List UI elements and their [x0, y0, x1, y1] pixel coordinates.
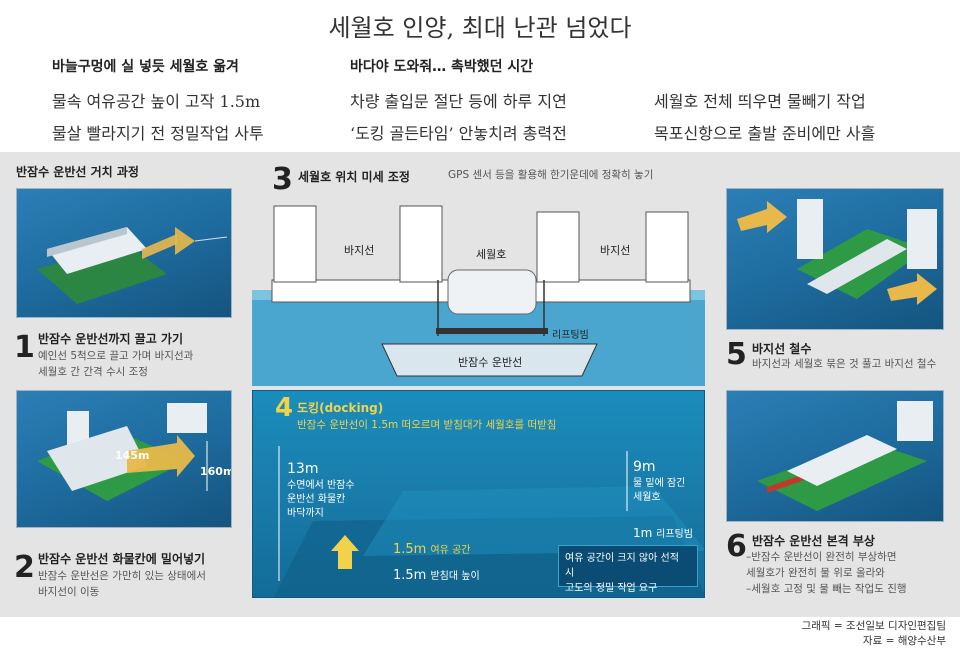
column-line: 목포신항으로 출발 준비에만 사흘 — [654, 124, 876, 143]
step6-desc: –반잠수 운반선이 완전히 부상하면 세월호가 완전히 물 위로 올라와 –세월… — [746, 549, 907, 597]
gap-label: 여유 공간 — [430, 545, 471, 556]
step2-desc-line: 반잠수 운반선은 가만히 있는 상태에서 — [38, 570, 206, 582]
step2-number: 2 — [14, 550, 35, 585]
step3-cross-section: 바지선 바지선 세월호 리프팅빔 반잠수 운반선 — [252, 188, 705, 386]
step4-heading: 도킹(docking) — [297, 401, 384, 415]
headline-column-1: 바늘구멍에 실 넣듯 세월호 옮겨 물속 여유공간 높이 고작 1.5m 물살 … — [52, 56, 264, 152]
depth-label: 수면에서 반잠수 운반선 화물칸 바닥까지 — [287, 479, 355, 521]
column-line: 차량 출입문 절단 등에 하루 지연 — [350, 92, 567, 111]
column-head: 바늘구멍에 실 넣듯 세월호 옮겨 — [52, 59, 239, 75]
precision-note: 여유 공간이 크지 않아 선적 시 고도의 정밀 작업 요구 — [558, 545, 698, 594]
step6-illustration — [726, 390, 944, 522]
support-value: 1.5m — [393, 568, 427, 583]
step1-heading: 반잠수 운반선까지 끌고 가기 — [38, 332, 184, 346]
beam-value: 1m — [633, 526, 653, 540]
step5-desc-line: 바지선과 세월호 묶은 것 풀고 바지선 철수 — [752, 358, 937, 370]
step3-desc: GPS 센서 등을 활용해 한기운데에 정확히 놓기 — [448, 169, 654, 181]
step4-number: 4 — [275, 393, 294, 423]
column-line: ‘도킹 골든타임’ 안놓치려 총력전 — [350, 124, 567, 143]
step1-illustration — [16, 188, 232, 318]
step6-illustration-svg — [757, 401, 933, 511]
step6-number: 6 — [726, 529, 747, 564]
label-160m: 160m — [200, 465, 232, 478]
page-title: 세월호 인양, 최대 난관 넘었다 — [328, 14, 632, 42]
depth-label-line: 바닥까지 — [287, 508, 324, 519]
step3-heading: 세월호 위치 미세 조정 — [298, 170, 410, 184]
step1-illustration-svg — [37, 227, 228, 304]
barge-right-label: 바지선 — [600, 244, 631, 257]
support-label: 받침대 높이 — [430, 571, 480, 582]
step6-heading: 반잠수 운반선 본격 부상 — [752, 534, 875, 548]
step6-desc-line: –반잠수 운반선이 완전히 부상하면 — [746, 551, 897, 563]
credit-line: 그래픽 = 조선일보 디자인편집팀 — [801, 620, 946, 632]
column-line: 세월호 전체 띄우면 물빼기 작업 — [654, 92, 866, 111]
headline-column-2: 바다야 도와줘… 촉박했던 시간 차량 출입문 절단 등에 하루 지연 ‘도킹 … — [350, 56, 567, 152]
step1-desc-line: 예인선 5척으로 끌고 가며 바지선과 — [38, 350, 194, 362]
step2-heading: 반잠수 운반선 화물칸에 밀어넣기 — [38, 552, 206, 566]
step2-illustration: 145m 160m — [16, 390, 232, 528]
headline-column-3: 세월호 전체 띄우면 물빼기 작업 목포신항으로 출발 준비에만 사흘 — [654, 56, 875, 152]
step3-cross-section-svg — [252, 205, 705, 386]
panel-title: 반잠수 운반선 거치 과정 — [16, 165, 139, 179]
beam-1m: 1m 리프팅빔 — [633, 525, 693, 540]
step2-desc-line: 바지선이 이동 — [38, 586, 100, 598]
beam-label: 리프팅빔 — [656, 529, 693, 540]
sub-label-line: 물 밑에 잠긴 — [633, 478, 686, 489]
step5-illustration-svg — [737, 199, 937, 305]
step1-desc: 예인선 5척으로 끌고 가며 바지선과 세월호 간 간격 수시 조정 — [38, 348, 193, 380]
column-head: 바다야 도와줘… 촉박했던 시간 — [350, 59, 534, 75]
step2-desc: 반잠수 운반선은 가만히 있는 상태에서 바지선이 이동 — [38, 568, 206, 600]
step1-number: 1 — [14, 330, 35, 365]
sub-label-line: 세월호 — [633, 492, 661, 503]
sub-9m: 9m — [633, 459, 656, 475]
step2-illustration-svg — [37, 403, 208, 501]
step5-number: 5 — [726, 337, 747, 372]
note-line: 여유 공간이 크지 않아 선적 시 — [565, 553, 679, 579]
step1-desc-line: 세월호 간 간격 수시 조정 — [38, 366, 148, 378]
step5-heading: 바지선 철수 — [752, 342, 812, 356]
step5-illustration — [726, 188, 944, 330]
step6-desc-line: 세월호가 완전히 물 위로 올라와 — [746, 567, 885, 579]
column-head — [654, 56, 875, 74]
gap-1-5m: 1.5m 여유 공간 — [393, 541, 470, 557]
support-1-5m: 1.5m 받침대 높이 — [393, 567, 480, 583]
step3-number: 3 — [272, 162, 293, 197]
depth-label-line: 수면에서 반잠수 — [287, 480, 355, 491]
step6-desc-line: –세월호 고정 및 물 빼는 작업도 진행 — [746, 583, 907, 595]
barge-left-label: 바지선 — [344, 244, 375, 257]
column-line: 물속 여유공간 높이 고작 1.5m — [52, 92, 261, 111]
carrier-label: 반잠수 운반선 — [458, 356, 523, 369]
step5-desc: 바지선과 세월호 묶은 것 풀고 바지선 철수 — [752, 356, 936, 372]
column-line: 물살 빨라지기 전 정밀작업 사투 — [52, 124, 264, 143]
depth-label-line: 운반선 화물칸 — [287, 494, 346, 505]
step4-desc: 반잠수 운반선이 1.5m 떠오르며 받침대가 세월호를 떠받침 — [297, 419, 557, 431]
credit-line: 자료 = 해양수산부 — [862, 635, 946, 647]
label-145m: 145m — [115, 449, 150, 462]
credits: 그래픽 = 조선일보 디자인편집팀 자료 = 해양수산부 — [802, 619, 946, 649]
note-line: 고도의 정밀 작업 요구 — [565, 583, 658, 594]
gap-value: 1.5m — [393, 542, 427, 557]
depth-13m: 13m — [287, 461, 319, 477]
sub-label: 물 밑에 잠긴 세월호 — [633, 477, 685, 505]
lifting-beam-label: 리프팅빔 — [552, 330, 589, 341]
sewol-label: 세월호 — [476, 248, 507, 261]
